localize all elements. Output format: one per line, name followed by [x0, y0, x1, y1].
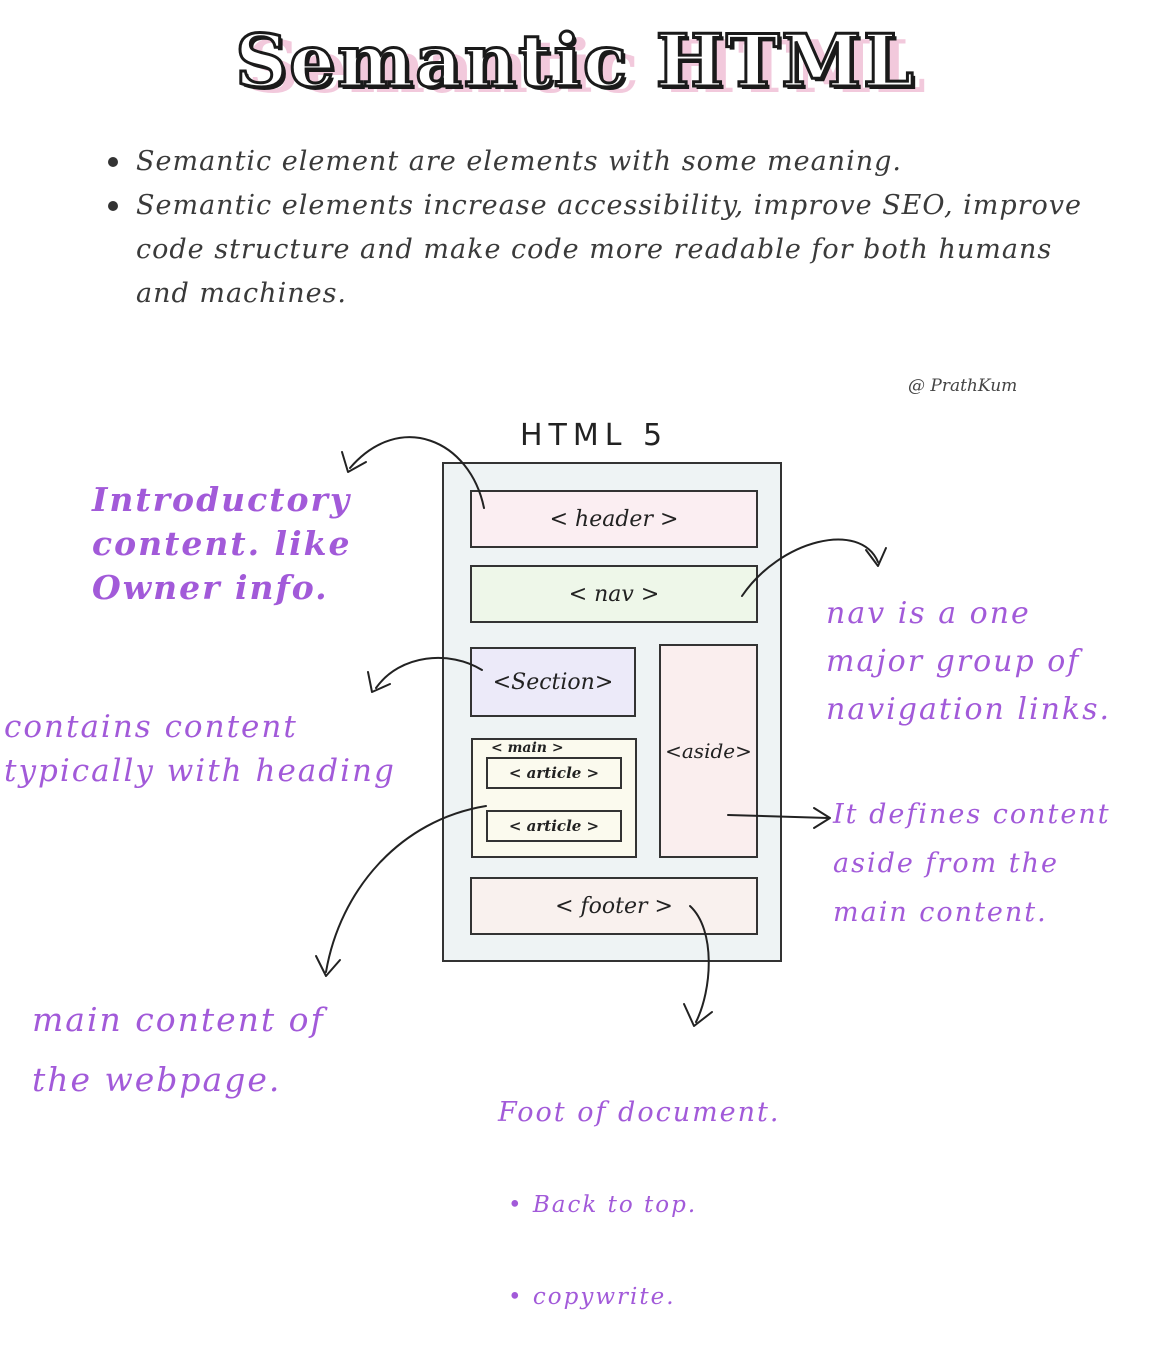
footer-annotation-item: • Back to top.	[508, 1192, 698, 1218]
footer-box: < footer >	[470, 877, 758, 935]
main-annotation: main content of the webpage.	[32, 1000, 325, 1099]
header-box: < header >	[470, 490, 758, 548]
header-box-label: < header >	[549, 506, 679, 532]
title-block: Semantic HTML Semantic HTML	[0, 14, 1151, 110]
arrow-head-icon	[315, 955, 341, 977]
footer-annotation: Foot of document. • Back to top. • copyw…	[498, 1044, 780, 1366]
article-box: < article >	[486, 757, 622, 789]
section-annotation: contains content typically with heading	[4, 709, 396, 789]
arrow-head-icon	[341, 451, 367, 473]
arrow-head-icon	[813, 807, 831, 829]
nav-annotation: nav is a one major group of navigation l…	[826, 596, 1112, 727]
aside-annotation: It defines content aside from the main c…	[833, 799, 1111, 928]
article-box-label: < article >	[508, 764, 600, 782]
header-arrow	[349, 436, 485, 509]
footer-arrow	[689, 905, 710, 1023]
nav-box: < nav >	[470, 565, 758, 623]
section-arrow	[375, 656, 483, 689]
note-text: Semantic element are elements with some …	[136, 146, 902, 177]
author-credit: @ PrathKum	[908, 376, 1018, 396]
section-box: <Section>	[470, 647, 636, 717]
note-text: Semantic elements increase accessibility…	[136, 190, 1083, 309]
header-annotation: Introductory content. like Owner info.	[92, 480, 352, 607]
section-box-label: <Section>	[492, 669, 614, 695]
aside-box-label: <aside>	[665, 739, 752, 763]
note-item: Semantic element are elements with some …	[108, 140, 1098, 184]
footer-box-label: < footer >	[555, 893, 673, 919]
main-arrow	[325, 805, 487, 973]
connector-arrows	[315, 436, 887, 1027]
page-title: Semantic HTML	[234, 17, 916, 105]
notes-list: Semantic element are elements with some …	[108, 140, 1098, 316]
aside-box: <aside>	[659, 644, 758, 858]
nav-box-label: < nav >	[568, 581, 660, 607]
footer-annotation-title: Foot of document.	[498, 1097, 781, 1128]
bullet-icon	[108, 157, 118, 167]
article-box-label: < article >	[508, 817, 600, 835]
nav-arrow	[741, 538, 879, 597]
bullet-icon	[108, 201, 118, 211]
footer-annotation-item: • copywrite.	[508, 1284, 676, 1310]
arrow-head-icon	[683, 1003, 713, 1027]
arrow-head-icon	[865, 547, 887, 567]
arrow-head-icon	[367, 671, 391, 693]
diagram-heading: HTML 5	[520, 418, 669, 453]
aside-arrow	[727, 814, 829, 819]
article-box: < article >	[486, 810, 622, 842]
main-box-label: < main >	[491, 740, 564, 756]
page-title-shadow: Semantic HTML	[247, 24, 928, 109]
note-item: Semantic elements increase accessibility…	[108, 184, 1098, 316]
